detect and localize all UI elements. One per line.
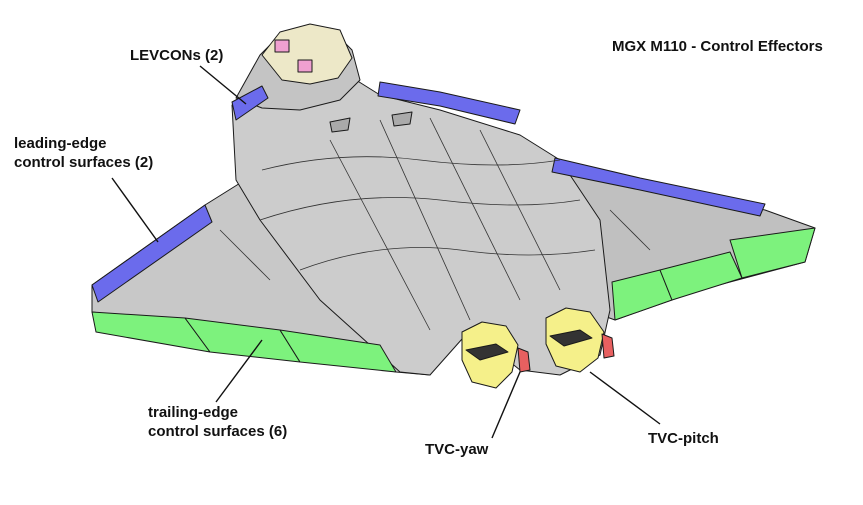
trailing-edge-surface-left-inner	[279, 329, 397, 373]
leader-levcons	[199, 65, 247, 105]
label-trailing-edge-line-1: trailing-edge	[148, 404, 239, 421]
label-leading-edge-line-1: leading-edge	[14, 135, 107, 152]
diagram-title: MGX M110 - Control Effectors	[612, 38, 823, 55]
leading-edge-surface-right	[551, 157, 766, 217]
label-trailing-edge-line-2: control surfaces (6)	[148, 423, 288, 440]
leading-edge-surface-left	[91, 204, 213, 303]
tvc-yaw-nozzle-exit	[465, 343, 509, 361]
vent-right	[391, 111, 413, 127]
label-tvc-pitch: TVC-pitch	[648, 430, 719, 447]
leader-trailing-edge	[215, 339, 263, 403]
leader-leading-edge	[111, 177, 159, 243]
leader-tvc-yaw	[491, 371, 521, 439]
levcon-right	[377, 81, 521, 125]
cockpit-seat-right	[297, 59, 313, 73]
cockpit-seat-left	[274, 39, 290, 53]
tvc-yaw-vane	[517, 347, 531, 373]
vent-left	[329, 117, 351, 133]
label-tvc-yaw: TVC-yaw	[425, 441, 489, 458]
label-levcons: LEVCONs (2)	[130, 47, 224, 64]
tvc-pitch-vane	[601, 333, 615, 359]
canopy	[261, 23, 353, 85]
trailing-edge-surface-right-outer	[729, 227, 816, 279]
label-trailing-edge-control-surfaces: trailing-edge control surfaces (6)	[148, 403, 287, 441]
tvc-pitch-nozzle-exit	[549, 329, 593, 347]
label-leading-edge-line-2: control surfaces (2)	[14, 154, 154, 171]
label-leading-edge-control-surfaces: leading-edge control surfaces (2)	[14, 134, 153, 172]
levcon-left	[231, 85, 269, 121]
leader-tvc-pitch	[589, 371, 661, 425]
